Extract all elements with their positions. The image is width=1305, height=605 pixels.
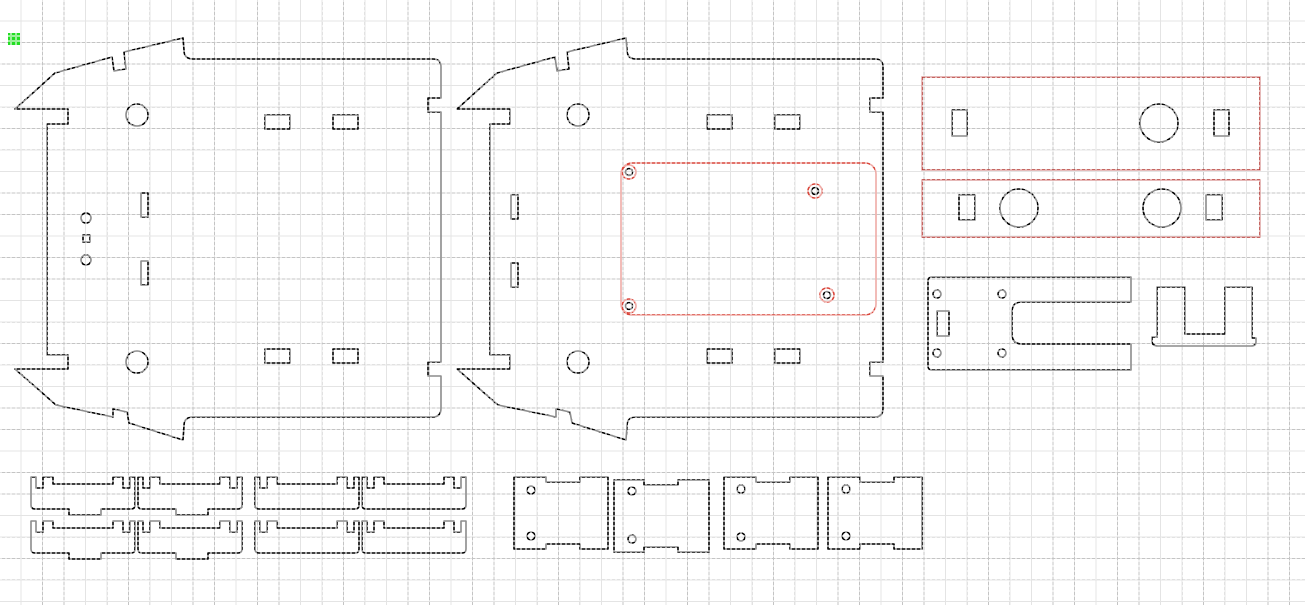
slot-icon bbox=[510, 194, 519, 220]
u-bracket-plate[interactable] bbox=[927, 276, 1132, 371]
bottom-panel-strip[interactable] bbox=[921, 179, 1261, 238]
slot-icon bbox=[706, 348, 733, 364]
mount-hole-icon bbox=[566, 103, 590, 127]
slot-icon bbox=[774, 348, 801, 364]
square-hole-icon bbox=[82, 234, 91, 243]
slot-icon bbox=[332, 348, 359, 364]
spacer-tab[interactable] bbox=[254, 476, 360, 510]
small-hole-icon bbox=[80, 254, 92, 266]
slot-icon bbox=[332, 114, 359, 130]
board-mount-outline[interactable] bbox=[620, 162, 877, 316]
chassis-left-plate[interactable] bbox=[14, 37, 442, 441]
slot-icon bbox=[140, 192, 149, 218]
mount-hole-icon bbox=[125, 103, 149, 127]
origin-marker bbox=[8, 33, 20, 45]
top-panel-strip[interactable] bbox=[921, 76, 1261, 171]
spacer-tab[interactable] bbox=[30, 520, 136, 560]
spacer-tab[interactable] bbox=[30, 476, 136, 516]
mount-hole-icon bbox=[566, 350, 590, 374]
chassis-right-plate[interactable] bbox=[456, 37, 884, 441]
slot-icon bbox=[140, 260, 149, 286]
hinge-plate[interactable] bbox=[613, 479, 710, 553]
spacer-tab[interactable] bbox=[137, 476, 243, 516]
hinge-plate[interactable] bbox=[827, 476, 923, 550]
small-hole-icon bbox=[80, 212, 92, 224]
comb-bracket[interactable] bbox=[1151, 286, 1257, 347]
spacer-tab[interactable] bbox=[361, 520, 467, 554]
slot-icon bbox=[264, 114, 291, 130]
mount-hole-icon bbox=[125, 350, 149, 374]
slot-icon bbox=[264, 348, 291, 364]
spacer-tabs[interactable] bbox=[30, 476, 467, 560]
hinge-plate[interactable] bbox=[513, 476, 609, 550]
slot-icon bbox=[774, 114, 801, 130]
spacer-tab[interactable] bbox=[137, 520, 243, 560]
spacer-tab[interactable] bbox=[361, 476, 467, 510]
slot-icon bbox=[510, 262, 519, 288]
slot-icon bbox=[706, 114, 733, 130]
hinge-plate[interactable] bbox=[723, 476, 819, 550]
spacer-tab[interactable] bbox=[254, 520, 360, 554]
hinge-plates[interactable] bbox=[513, 476, 923, 553]
